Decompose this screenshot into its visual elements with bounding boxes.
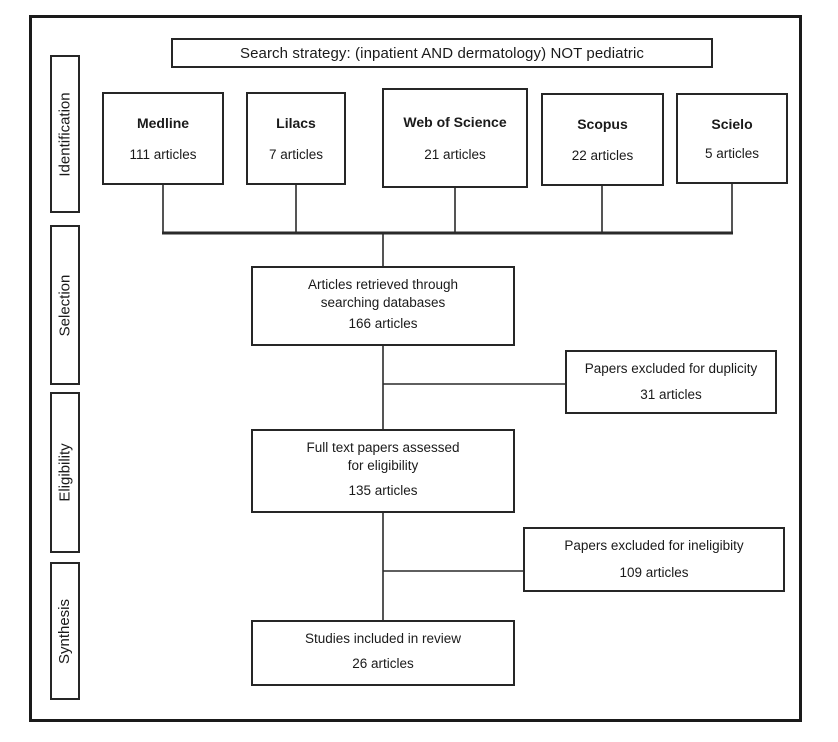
database-name: Scielo [711,115,753,132]
flow-box-line1: Studies included in review [304,631,462,646]
flow-box-count: 135 articles [348,483,418,499]
flow-box-line2: searching databases [320,294,446,310]
database-name: Scopus [577,116,628,133]
flow-box-text: Studies included in review [305,630,461,648]
database-name: Lilacs [276,115,316,132]
exclusion-box-duplicity: Papers excluded for duplicity 31 article… [565,350,777,414]
database-box-medline: Medline 111 articles [102,92,224,185]
search-strategy-text: Search strategy: (inpatient AND dermatol… [239,44,645,62]
exclusion-label: Papers excluded for ineligibity [564,538,744,553]
database-box-scopus: Scopus 22 articles [541,93,664,186]
exclusion-count: 31 articles [640,387,702,402]
database-count: 7 articles [268,146,324,162]
flow-box-count: 26 articles [352,656,414,672]
flow-box-count: 166 articles [348,316,418,332]
stage-label: Selection [56,274,74,336]
outer-border [29,15,802,722]
database-box-web-of-science: Web of Science 21 articles [382,88,528,188]
flow-box-assessed: Full text papers assessed for eligibilit… [251,429,515,513]
database-box-scielo: Scielo 5 articles [676,93,788,184]
stage-label: Identification [56,91,74,177]
stage-label: Eligibility [56,443,74,502]
flow-box-included: Studies included in review 26 articles [251,620,515,686]
database-count: 22 articles [571,147,634,163]
stage-box-eligibility: Eligibility [50,392,80,553]
database-name: Web of Science [403,113,507,130]
database-count: 21 articles [424,147,486,163]
flow-box-retrieved: Articles retrieved through searching dat… [251,266,515,346]
flow-box-line1: Full text papers assessed [306,440,460,455]
stage-box-selection: Selection [50,225,80,385]
flow-box-line1: Articles retrieved through [307,277,459,292]
database-name: Medline [136,115,190,132]
search-strategy-box: Search strategy: (inpatient AND dermatol… [171,38,713,68]
database-count: 111 articles [129,146,197,162]
flow-box-text: Articles retrieved through searching dat… [308,276,458,311]
flow-box-line2: for eligibility [347,457,419,473]
exclusion-count: 109 articles [619,565,689,580]
flow-box-text: Full text papers assessed for eligibilit… [306,439,459,474]
stage-box-synthesis: Synthesis [50,562,80,700]
database-box-lilacs: Lilacs 7 articles [246,92,346,185]
exclusion-label: Papers excluded for duplicity [584,361,758,376]
database-count: 5 articles [704,146,760,162]
stage-box-identification: Identification [50,55,80,213]
stage-label: Synthesis [56,598,74,664]
exclusion-box-ineligibility: Papers excluded for ineligibity 109 arti… [523,527,785,592]
